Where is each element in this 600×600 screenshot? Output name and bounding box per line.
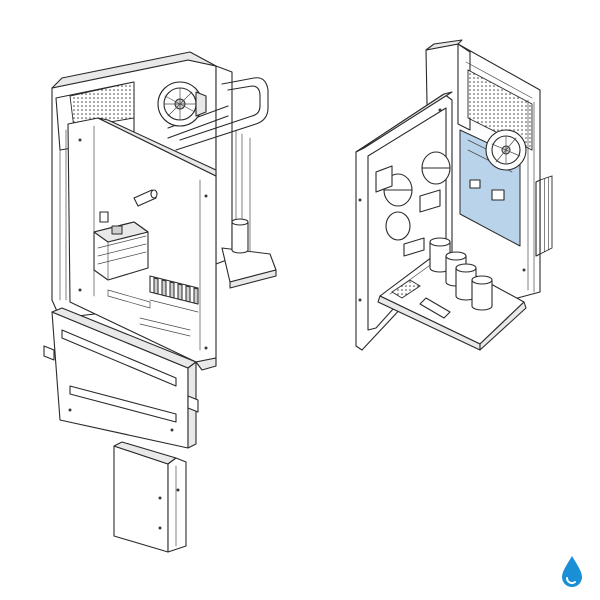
- capacitor: [231, 218, 249, 254]
- vent-grille: [467, 69, 533, 151]
- side-walls: [215, 65, 277, 289]
- fan: [485, 129, 527, 171]
- base-tray: [377, 253, 527, 351]
- chokes: [375, 151, 451, 257]
- heatsink: [535, 175, 553, 257]
- side-cover: [43, 307, 199, 449]
- lower-bracket: [113, 441, 187, 553]
- vent-grille: [69, 81, 135, 129]
- fan: [157, 81, 207, 127]
- side-edge: [522, 99, 535, 293]
- water-drop-icon: [562, 556, 582, 587]
- capacitors: [429, 237, 493, 311]
- fuse: [133, 189, 158, 207]
- left-view: [43, 51, 277, 553]
- terminal-cluster: [391, 279, 421, 299]
- terminal-block: [93, 211, 149, 281]
- connector-row: [149, 275, 199, 313]
- right-view: [355, 39, 553, 351]
